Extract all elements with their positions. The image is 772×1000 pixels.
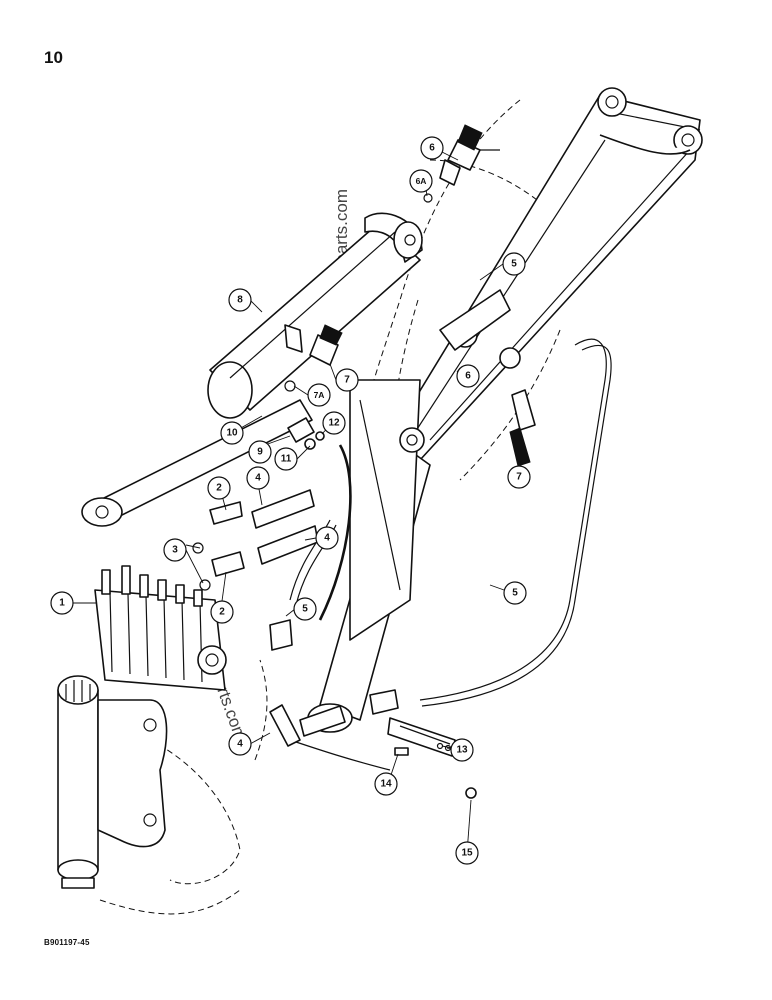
callout-2b: 2 [210,600,234,624]
callout-label: 7A [314,390,325,400]
callout-8: 8 [228,288,252,312]
callout-5a: 5 [502,252,526,276]
callout-4a: 4 [246,466,270,490]
callout-label: 7 [344,375,350,386]
callout-5c: 5 [503,581,527,605]
callout-15: 15 [455,841,479,865]
callout-4b: 4 [315,526,339,550]
callout-label: 4 [237,739,243,750]
callout-14: 14 [374,772,398,796]
dashed-outlines [99,99,561,915]
callout-label: 4 [255,473,261,484]
callout-7b: 7 [507,465,531,489]
callout-label: 1 [59,598,65,609]
callout-4c: 4 [228,732,252,756]
callout-label: 15 [461,848,473,859]
callout-6b: 6 [456,364,480,388]
figure-code: B901197-45 [44,938,90,947]
boom-assembly [307,87,703,733]
callout-label: 13 [456,745,468,756]
callout-10: 10 [220,421,244,445]
callout-label: 10 [226,428,238,439]
callout-label: 11 [281,454,292,465]
callout-label: 9 [257,447,263,458]
callout-6a: 6 [420,136,444,160]
callout-9: 9 [248,440,272,464]
callout-7a-ring: 7A [307,383,331,407]
callout-7a: 7 [335,368,359,392]
callout-label: 7 [516,472,522,483]
callout-label: 8 [237,295,243,306]
callout-label: 5 [512,588,518,599]
callout-label: 5 [302,604,308,615]
swing-post [57,675,168,889]
fittings [192,124,536,747]
callout-label: 14 [380,779,392,790]
page-number: 10 [44,48,63,67]
callout-1: 1 [50,591,74,615]
callout-label: 6 [429,143,435,154]
callout-6a-ring: 6A [409,169,433,193]
control-valve [94,565,227,691]
callout-13: 13 [450,738,474,762]
callout-label: 6A [416,176,427,186]
callout-label: 12 [328,418,340,429]
callout-2a: 2 [207,476,231,500]
boom-cylinder [81,212,423,527]
callout-label: 2 [219,607,225,618]
callout-label: 3 [172,545,178,556]
callout-11: 11 [274,447,298,471]
callout-label: 2 [216,483,222,494]
clamp-bracket [387,717,477,799]
callout-5b: 5 [293,597,317,621]
callout-label: 5 [511,259,517,270]
callout-12: 12 [322,411,346,435]
callout-3: 3 [163,538,187,562]
callout-label: 4 [324,533,330,544]
callout-label: 6 [465,371,471,382]
